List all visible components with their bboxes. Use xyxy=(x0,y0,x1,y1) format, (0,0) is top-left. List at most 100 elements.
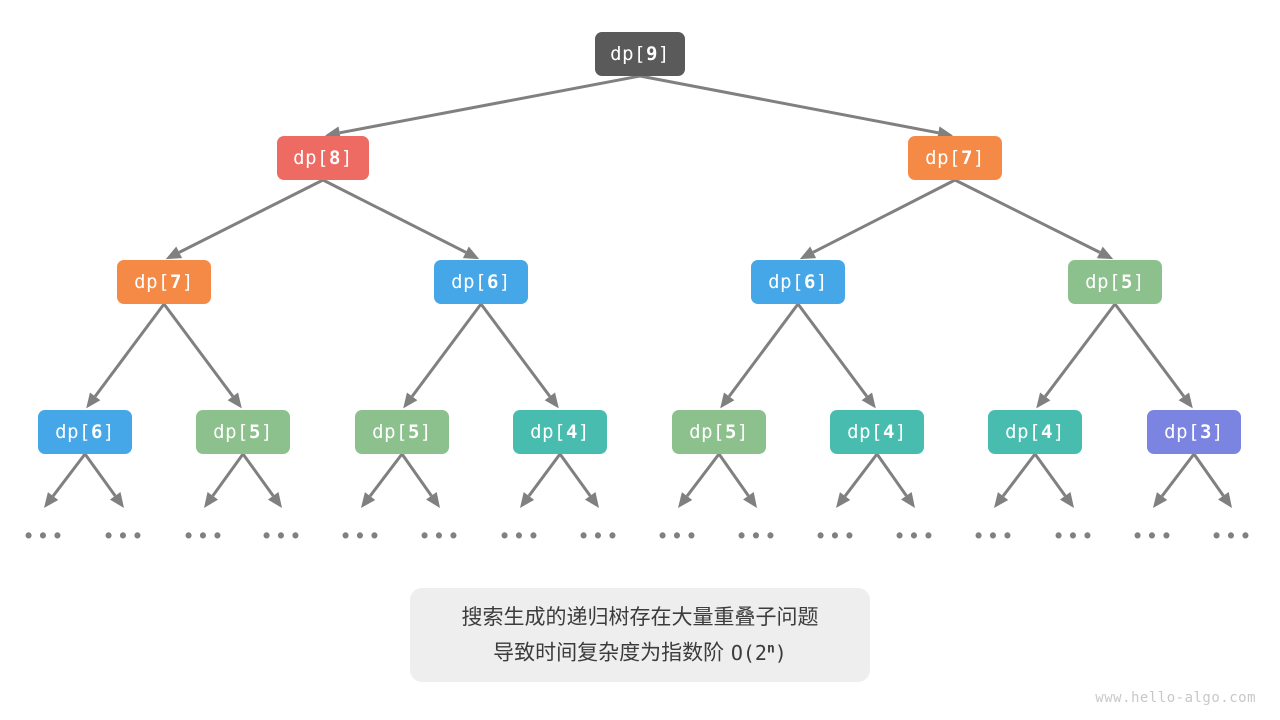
node-label-prefix: dp[ xyxy=(768,271,804,293)
leaf-ellipsis: ••• xyxy=(339,524,383,549)
node-label-prefix: dp[ xyxy=(1085,271,1121,293)
edge-n4-to-n9 xyxy=(403,303,483,409)
node-label-suffix: ] xyxy=(894,421,907,443)
edge-n6-to-n14 xyxy=(1113,303,1193,409)
leaf-stub-n8 xyxy=(241,453,282,508)
complexity-close: ) xyxy=(774,640,787,665)
node-label-suffix: ] xyxy=(1132,271,1145,293)
edge-n3-to-n7 xyxy=(86,303,166,409)
node-label-prefix: dp[ xyxy=(451,271,487,293)
node-label-prefix: dp[ xyxy=(689,421,725,443)
leaf-stub-n7 xyxy=(44,453,87,508)
tree-node-dp-4: dp[4] xyxy=(988,410,1082,454)
tree-node-dp-5: dp[5] xyxy=(355,410,449,454)
leaf-stub-n14 xyxy=(1192,453,1232,508)
edge-n2-to-n5 xyxy=(799,178,956,260)
leaf-stub-n10 xyxy=(558,453,599,508)
leaf-stub-n12 xyxy=(875,453,915,508)
node-label-prefix: dp[ xyxy=(372,421,408,443)
node-label-suffix: ] xyxy=(1211,421,1224,443)
edge-n1-to-n4 xyxy=(322,178,480,260)
node-label-index: 3 xyxy=(1199,421,1212,443)
tree-node-dp-4: dp[4] xyxy=(830,410,924,454)
leaf-ellipsis: ••• xyxy=(260,524,304,549)
node-label-index: 7 xyxy=(169,271,182,293)
leaf-stub-n13 xyxy=(994,453,1037,508)
complexity-open: O(2 xyxy=(730,640,767,665)
leaf-ellipsis: ••• xyxy=(893,524,937,549)
node-label-index: 8 xyxy=(328,147,341,169)
node-label-index: 5 xyxy=(407,421,420,443)
node-label-index: 5 xyxy=(1120,271,1133,293)
edge-n3-to-n8 xyxy=(162,303,242,409)
edge-n4-to-n10 xyxy=(479,303,559,409)
node-label-prefix: dp[ xyxy=(1005,421,1041,443)
tree-node-dp-6: dp[6] xyxy=(434,260,528,304)
leaf-ellipsis: ••• xyxy=(102,524,146,549)
edge-n1-to-n3 xyxy=(165,178,324,260)
edge-n0-to-n2 xyxy=(639,74,954,140)
caption-line-2: 导致时间复杂度为指数阶 O(2n) xyxy=(493,633,787,669)
edge-n0-to-n1 xyxy=(324,74,641,140)
leaf-ellipsis: ••• xyxy=(814,524,858,549)
node-label-suffix: ] xyxy=(260,421,273,443)
node-label-prefix: dp[ xyxy=(134,271,170,293)
caption-box: 搜索生成的递归树存在大量重叠子问题 导致时间复杂度为指数阶 O(2n) xyxy=(410,588,870,682)
node-label-index: 6 xyxy=(803,271,816,293)
leaf-ellipsis: ••• xyxy=(182,524,226,549)
edge-n5-to-n12 xyxy=(796,303,876,409)
node-label-suffix: ] xyxy=(419,421,432,443)
node-label-prefix: dp[ xyxy=(530,421,566,443)
node-label-index: 5 xyxy=(724,421,737,443)
complexity-notation: O(2n) xyxy=(731,641,787,665)
leaf-stub-n13 xyxy=(1033,453,1074,508)
tree-node-dp-7: dp[7] xyxy=(117,260,211,304)
node-label-prefix: dp[ xyxy=(55,421,91,443)
node-label-index: 6 xyxy=(486,271,499,293)
leaf-ellipsis: ••• xyxy=(22,524,66,549)
leaf-stub-n11 xyxy=(678,453,721,508)
tree-node-dp-3: dp[3] xyxy=(1147,410,1241,454)
edge-n2-to-n6 xyxy=(954,178,1114,260)
leaf-stub-n11 xyxy=(717,453,757,508)
node-label-prefix: dp[ xyxy=(925,147,961,169)
node-label-prefix: dp[ xyxy=(293,147,329,169)
node-label-index: 9 xyxy=(645,43,658,65)
caption-line-1: 搜索生成的递归树存在大量重叠子问题 xyxy=(461,605,819,630)
leaf-stub-n9 xyxy=(361,453,404,508)
leaf-stub-n10 xyxy=(520,453,562,508)
tree-node-dp-5: dp[5] xyxy=(196,410,290,454)
leaf-stub-n7 xyxy=(83,453,124,508)
leaf-ellipsis: ••• xyxy=(656,524,700,549)
tree-node-dp-8: dp[8] xyxy=(277,136,369,180)
leaf-ellipsis: ••• xyxy=(1052,524,1096,549)
caption-line-2-text: 导致时间复杂度为指数阶 xyxy=(493,640,725,665)
tree-node-dp-5: dp[5] xyxy=(1068,260,1162,304)
node-label-suffix: ] xyxy=(1052,421,1065,443)
leaf-ellipsis: ••• xyxy=(577,524,621,549)
leaf-stub-n9 xyxy=(400,453,440,508)
complexity-exponent: n xyxy=(766,641,775,657)
node-label-suffix: ] xyxy=(972,147,985,169)
tree-node-dp-7: dp[7] xyxy=(908,136,1002,180)
node-label-index: 5 xyxy=(248,421,261,443)
node-label-prefix: dp[ xyxy=(610,43,646,65)
node-label-prefix: dp[ xyxy=(213,421,249,443)
node-label-suffix: ] xyxy=(657,43,670,65)
node-label-index: 7 xyxy=(960,147,973,169)
tree-node-dp-6: dp[6] xyxy=(751,260,845,304)
node-label-suffix: ] xyxy=(498,271,511,293)
node-label-suffix: ] xyxy=(102,421,115,443)
node-label-suffix: ] xyxy=(736,421,749,443)
node-label-suffix: ] xyxy=(577,421,590,443)
node-label-suffix: ] xyxy=(815,271,828,293)
node-label-suffix: ] xyxy=(181,271,194,293)
tree-node-dp-6: dp[6] xyxy=(38,410,132,454)
leaf-ellipsis: ••• xyxy=(1131,524,1175,549)
node-label-prefix: dp[ xyxy=(847,421,883,443)
leaf-ellipsis: ••• xyxy=(1210,524,1254,549)
watermark: www.hello-algo.com xyxy=(1095,690,1256,706)
node-label-index: 4 xyxy=(565,421,578,443)
edge-n6-to-n13 xyxy=(1036,303,1117,409)
